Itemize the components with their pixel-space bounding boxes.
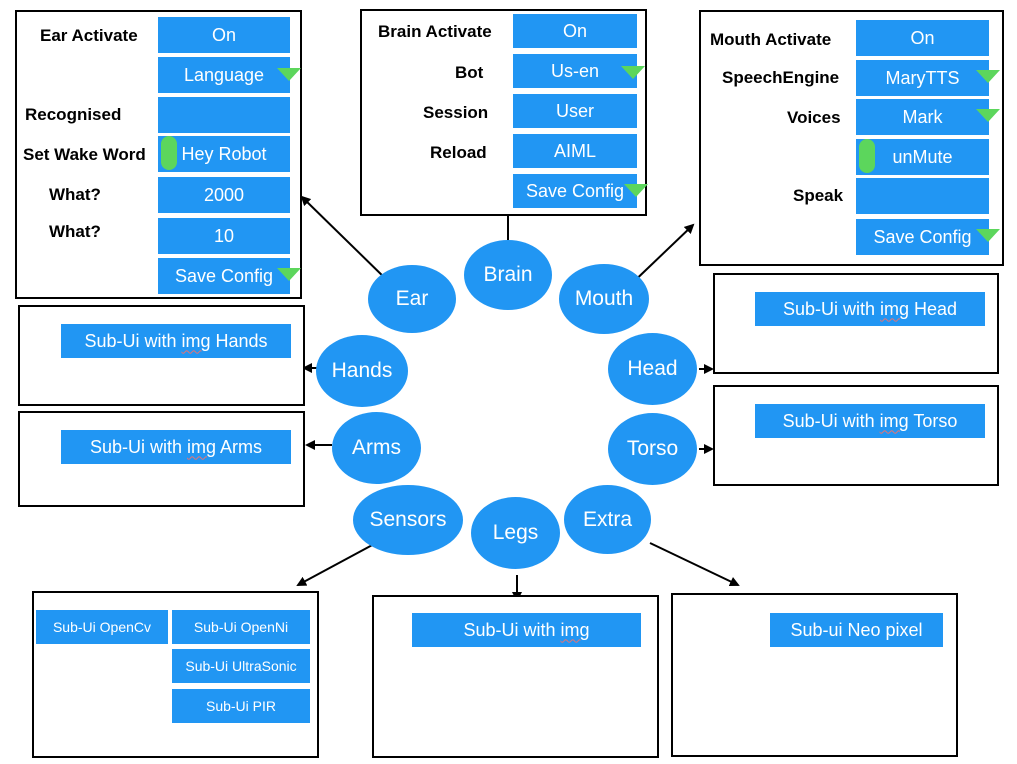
ear-node[interactable]: Ear (368, 265, 456, 333)
dropdown-triangle-icon (277, 68, 301, 81)
brain-save-config-button[interactable]: Save Config (513, 174, 637, 208)
arrow-sensors (296, 542, 377, 586)
toggle-pill-icon[interactable] (161, 136, 177, 170)
brain-bot-dropdown[interactable]: Us-en (513, 54, 637, 88)
ear-what2-input[interactable]: 10 (158, 218, 290, 254)
brain-session-field[interactable]: User (513, 94, 637, 128)
ultrasonic-subui-button[interactable]: Sub-Ui UltraSonic (172, 649, 310, 683)
legs-subui-button[interactable]: Sub-Ui with img (412, 613, 641, 647)
mouth-speech-engine-dropdown[interactable]: MaryTTS (856, 60, 989, 96)
head-subui-button[interactable]: Sub-Ui with img Head (755, 292, 985, 326)
arrow-extra (649, 542, 740, 587)
mouth-save-config-button[interactable]: Save Config (856, 219, 989, 255)
brain-node[interactable]: Brain (464, 240, 552, 310)
sensors-node[interactable]: Sensors (353, 485, 463, 555)
arrow-ear (300, 195, 391, 284)
openni-subui-button[interactable]: Sub-Ui OpenNi (172, 610, 310, 644)
ear-language-dropdown[interactable]: Language (158, 57, 290, 93)
dropdown-triangle-icon (624, 184, 648, 197)
arms-node[interactable]: Arms (332, 412, 421, 484)
arms-subui-img: img (187, 436, 217, 457)
brain-bot-label: Bot (455, 63, 484, 82)
ear-activate-button[interactable]: On (158, 17, 290, 53)
torso-node[interactable]: Torso (608, 413, 697, 485)
head-node[interactable]: Head (608, 333, 697, 405)
mouth-unmute-button[interactable]: unMute (856, 139, 989, 175)
torso-subui-button[interactable]: Sub-Ui with img Torso (755, 404, 985, 438)
ear-recognised-field (158, 97, 290, 133)
ear-wake-word-input[interactable]: Hey Robot (158, 136, 290, 172)
torso-subui-prefix: Sub-Ui with (782, 410, 880, 431)
legs-subui-img: img (560, 619, 590, 640)
mouth-activate-label: Mouth Activate (710, 30, 832, 49)
arms-subui-prefix: Sub-Ui with (89, 436, 187, 457)
head-subui-suffix: Head (909, 298, 958, 319)
opencv-subui-button[interactable]: Sub-Ui OpenCv (36, 610, 168, 644)
mouth-speak-input[interactable] (856, 178, 989, 214)
ear-what1-label: What? (49, 185, 101, 204)
dropdown-triangle-icon (976, 229, 1000, 242)
arms-subui-button[interactable]: Sub-Ui with img Arms (61, 430, 291, 464)
ear-save-config-button[interactable]: Save Config (158, 258, 290, 294)
torso-subui-img: img (879, 410, 909, 431)
head-subui-prefix: Sub-Ui with (782, 298, 880, 319)
mouth-activate-button[interactable]: On (856, 20, 989, 56)
torso-subui-suffix: Torso (908, 410, 958, 431)
legs-node[interactable]: Legs (471, 497, 560, 569)
hands-subui-prefix: Sub-Ui with (84, 330, 182, 351)
brain-session-label: Session (423, 103, 489, 122)
legs-subui-prefix: Sub-Ui with (463, 619, 561, 640)
pir-subui-button[interactable]: Sub-Ui PIR (172, 689, 310, 723)
brain-activate-button[interactable]: On (513, 14, 637, 48)
head-subui-img: img (879, 298, 909, 319)
brain-reload-button[interactable]: AIML (513, 134, 637, 168)
ear-recognised-label: Recognised (25, 105, 122, 124)
hands-subui-button[interactable]: Sub-Ui with img Hands (61, 324, 291, 358)
dropdown-triangle-icon (277, 268, 301, 281)
ear-what1-input[interactable]: 2000 (158, 177, 290, 213)
toggle-pill-icon[interactable] (859, 139, 875, 173)
neopixel-subui-button[interactable]: Sub-ui Neo pixel (770, 613, 943, 647)
ear-wake-word-label: Set Wake Word (23, 145, 146, 164)
arms-subui-suffix: Arms (216, 436, 263, 457)
hands-node[interactable]: Hands (316, 335, 408, 407)
ear-activate-label: Ear Activate (40, 26, 138, 45)
mouth-node[interactable]: Mouth (559, 264, 649, 334)
hands-subui-img: img (181, 330, 211, 351)
brain-activate-label: Brain Activate (378, 22, 492, 41)
mouth-speak-label: Speak (793, 186, 844, 205)
hands-subui-suffix: Hands (210, 330, 268, 351)
mouth-voices-label: Voices (787, 108, 841, 127)
ear-what2-label: What? (49, 222, 101, 241)
brain-reload-label: Reload (430, 143, 487, 162)
dropdown-triangle-icon (621, 66, 645, 79)
mouth-speech-engine-label: SpeechEngine (722, 68, 840, 87)
dropdown-triangle-icon (976, 109, 1000, 122)
mouth-voices-dropdown[interactable]: Mark (856, 99, 989, 135)
dropdown-triangle-icon (976, 70, 1000, 83)
extra-node[interactable]: Extra (564, 485, 651, 554)
